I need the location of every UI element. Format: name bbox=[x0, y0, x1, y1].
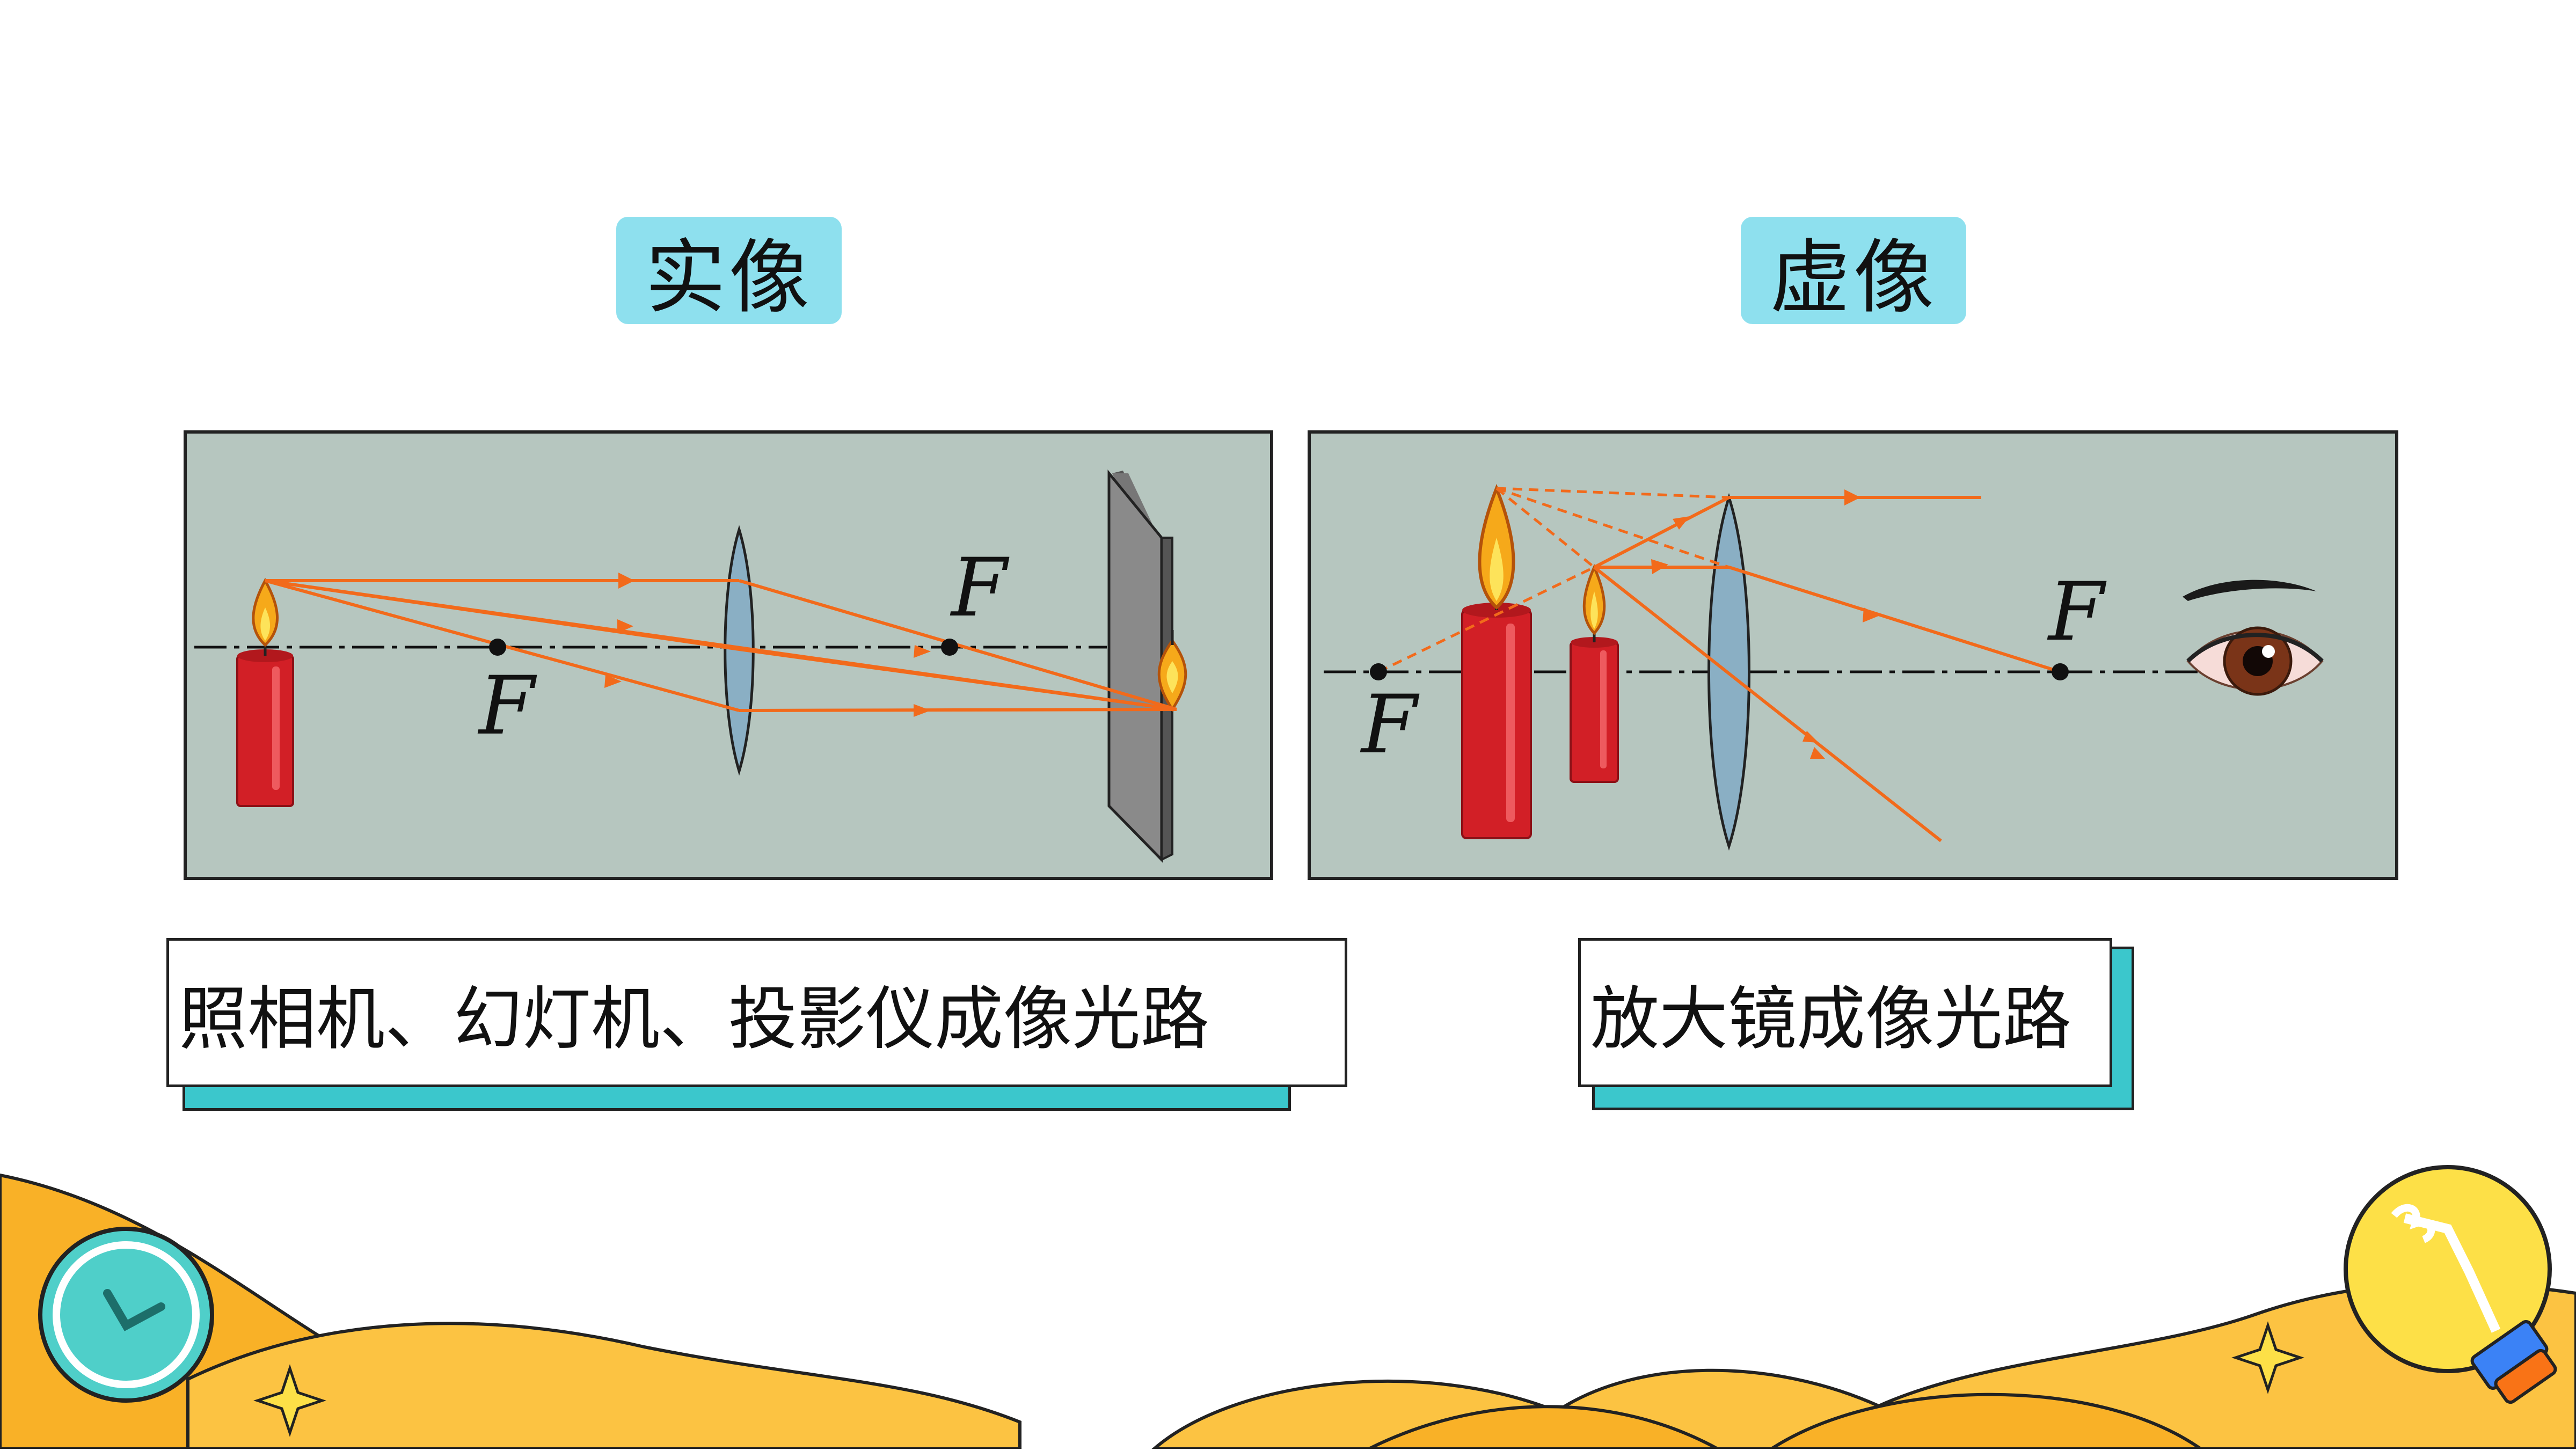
eye-icon bbox=[2183, 580, 2324, 696]
focal-label-right: F bbox=[950, 541, 1010, 635]
real-image-title: 实像 bbox=[616, 217, 842, 325]
sparkle-icon bbox=[253, 1364, 326, 1437]
screen bbox=[1107, 469, 1173, 863]
focal-point-left bbox=[1370, 663, 1387, 680]
virtual-candle-image bbox=[1461, 483, 1532, 839]
virtual-ray-extensions bbox=[1377, 487, 1730, 673]
focal-point-right bbox=[941, 639, 958, 656]
decorative-footer bbox=[0, 1154, 2576, 1451]
clock-icon bbox=[38, 1227, 214, 1403]
virtual-image-caption: 放大镜成像光路 bbox=[1578, 938, 2112, 1087]
ray-arrows bbox=[1651, 489, 1880, 759]
inverted-flame-image bbox=[1157, 630, 1187, 712]
focal-label-left: F bbox=[1360, 678, 1420, 772]
real-image-caption: 照相机、幻灯机、投影仪成像光路 bbox=[166, 938, 1347, 1087]
focal-label-right: F bbox=[2047, 566, 2107, 659]
real-image-diagram: F F bbox=[184, 430, 1273, 880]
sparkle-icon bbox=[2231, 1321, 2304, 1394]
light-rays bbox=[1593, 496, 2061, 842]
ray-arrows bbox=[604, 573, 931, 717]
light-rays bbox=[265, 579, 1177, 712]
candle-object bbox=[236, 577, 294, 807]
virtual-image-title: 虚像 bbox=[1741, 217, 1966, 325]
focal-point-left bbox=[489, 639, 506, 656]
lightbulb-icon bbox=[2344, 1165, 2557, 1404]
focal-point-right bbox=[2052, 663, 2069, 680]
virtual-image-diagram: F F bbox=[1308, 430, 2398, 880]
focal-label-left: F bbox=[477, 659, 537, 753]
